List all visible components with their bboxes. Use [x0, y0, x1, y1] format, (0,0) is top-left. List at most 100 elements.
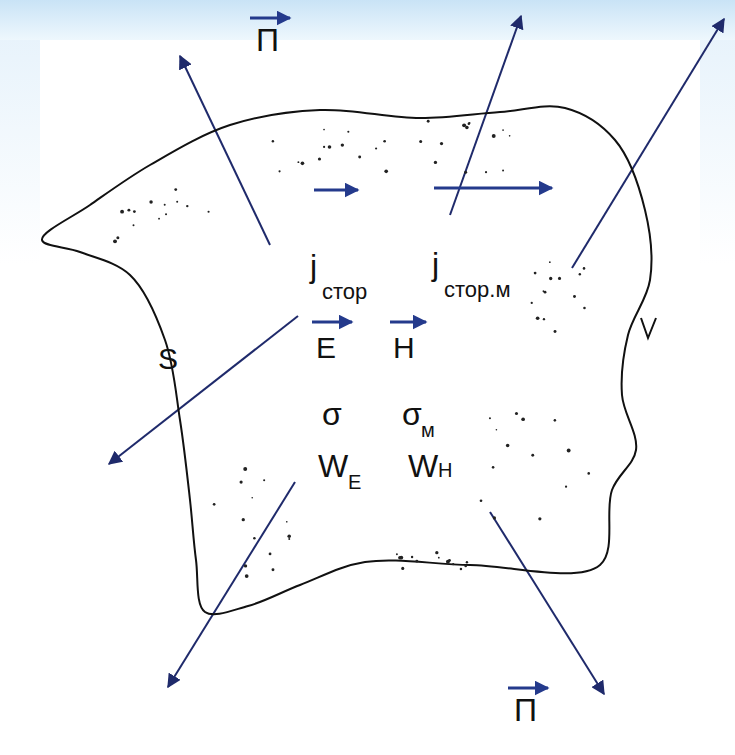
stipple-dot: [427, 120, 430, 123]
symbol: σ: [322, 398, 342, 430]
stipple-dot: [240, 480, 243, 483]
vector-sign: [434, 187, 552, 190]
stipple-dot: [440, 142, 443, 145]
stipple-dot: [301, 162, 305, 166]
stipple-dot: [531, 302, 533, 304]
stipple-dot: [253, 537, 256, 540]
vector-sign: [312, 321, 352, 324]
stipple-dot: [383, 140, 386, 143]
vector-symbol: П: [514, 694, 537, 726]
stipple-dot: [538, 517, 541, 520]
stipple-dot: [396, 553, 398, 555]
subscript: H: [438, 460, 452, 480]
subscript: стор.м: [444, 279, 511, 301]
stipple-dot: [515, 412, 518, 415]
poynting-vector: [168, 482, 295, 687]
stipple-dot: [573, 295, 576, 298]
stipple-dot: [272, 568, 275, 571]
stipple-dot: [278, 170, 280, 172]
surface-label: S: [158, 344, 178, 374]
symbol: E: [316, 333, 336, 363]
stipple-dot: [384, 170, 388, 174]
vector-sign: [314, 189, 358, 192]
stipple-dot: [186, 205, 188, 207]
vector-sign: [508, 687, 548, 690]
stipple-dot: [567, 449, 571, 453]
stipple-dot: [435, 551, 438, 554]
stipple-dot: [244, 564, 247, 567]
stipple-dot: [448, 559, 451, 562]
stipple-dot: [549, 277, 552, 280]
stipple-dot: [583, 307, 586, 310]
subscript: E: [348, 472, 361, 492]
stipple-dot: [496, 429, 498, 431]
stipple-dot: [375, 147, 377, 149]
stipple-dot: [554, 419, 557, 422]
stipple-dot: [434, 161, 437, 164]
stipple-dot: [543, 290, 545, 292]
symbol: σ: [402, 398, 422, 430]
stipple-dot: [341, 143, 344, 146]
stipple-dot: [536, 316, 540, 320]
stipple-dot: [116, 236, 119, 239]
stipple-dot: [534, 272, 537, 275]
stipple-dot: [480, 499, 483, 502]
symbol: j: [432, 248, 439, 280]
surface-contour: [42, 106, 651, 614]
stipple-dot: [328, 145, 332, 149]
stipple-dot: [558, 277, 561, 280]
stipple-dot: [323, 146, 325, 148]
stipple-dot: [411, 556, 413, 558]
stipple-dot: [579, 273, 581, 275]
stipple-dot: [269, 552, 272, 555]
stipple-dot: [165, 213, 167, 215]
stipple-dot: [485, 171, 487, 173]
stipple-dot: [419, 140, 422, 143]
stipple-dot: [493, 516, 496, 519]
stipple-dot: [347, 131, 349, 133]
stipple-dot: [207, 211, 209, 213]
stipple-dot: [549, 261, 551, 263]
symbol: j: [310, 250, 317, 282]
stipple-dot: [242, 518, 245, 521]
stipple-dot: [318, 157, 321, 160]
stipple-dot: [521, 417, 525, 421]
stipple-dot: [272, 140, 274, 142]
vector-sign: [390, 321, 426, 324]
poynting-vector: [109, 316, 298, 464]
stipple-dot: [509, 135, 511, 137]
vector-symbol: П: [256, 24, 279, 56]
stipple-dot: [502, 129, 504, 131]
top-band: [0, 0, 735, 40]
stipple-dot: [452, 563, 454, 565]
stipple-dot: [502, 170, 504, 172]
stipple-dot: [468, 123, 470, 125]
stipple-dot: [286, 521, 288, 523]
stipple-dot: [243, 467, 247, 471]
stipple-dot: [127, 209, 130, 212]
stipple-dot: [323, 129, 325, 131]
stipple-dot: [358, 156, 361, 159]
stipple-dot: [466, 561, 468, 563]
poynting-vector: [572, 19, 724, 268]
stipple-dot: [506, 444, 509, 447]
stipple-dot: [174, 188, 177, 191]
stipple-dot: [213, 503, 216, 506]
stipple-dot: [489, 417, 491, 419]
stipple-dot: [287, 534, 291, 538]
poynting-vector: [180, 56, 270, 245]
stipple-dot: [133, 210, 136, 213]
contour-direction: [641, 318, 656, 338]
stipple-dot: [587, 472, 590, 475]
stipple-dot: [120, 210, 124, 214]
stipple-dot: [149, 200, 152, 203]
stipple-dot: [164, 204, 166, 206]
stipple-dot: [297, 161, 299, 163]
stipple-dot: [133, 224, 135, 226]
vector-sign: [250, 17, 290, 20]
stipple-dot: [176, 201, 178, 203]
stipple-dot: [583, 267, 586, 270]
stipple-dot: [158, 218, 160, 220]
stipple-dot: [263, 479, 265, 481]
